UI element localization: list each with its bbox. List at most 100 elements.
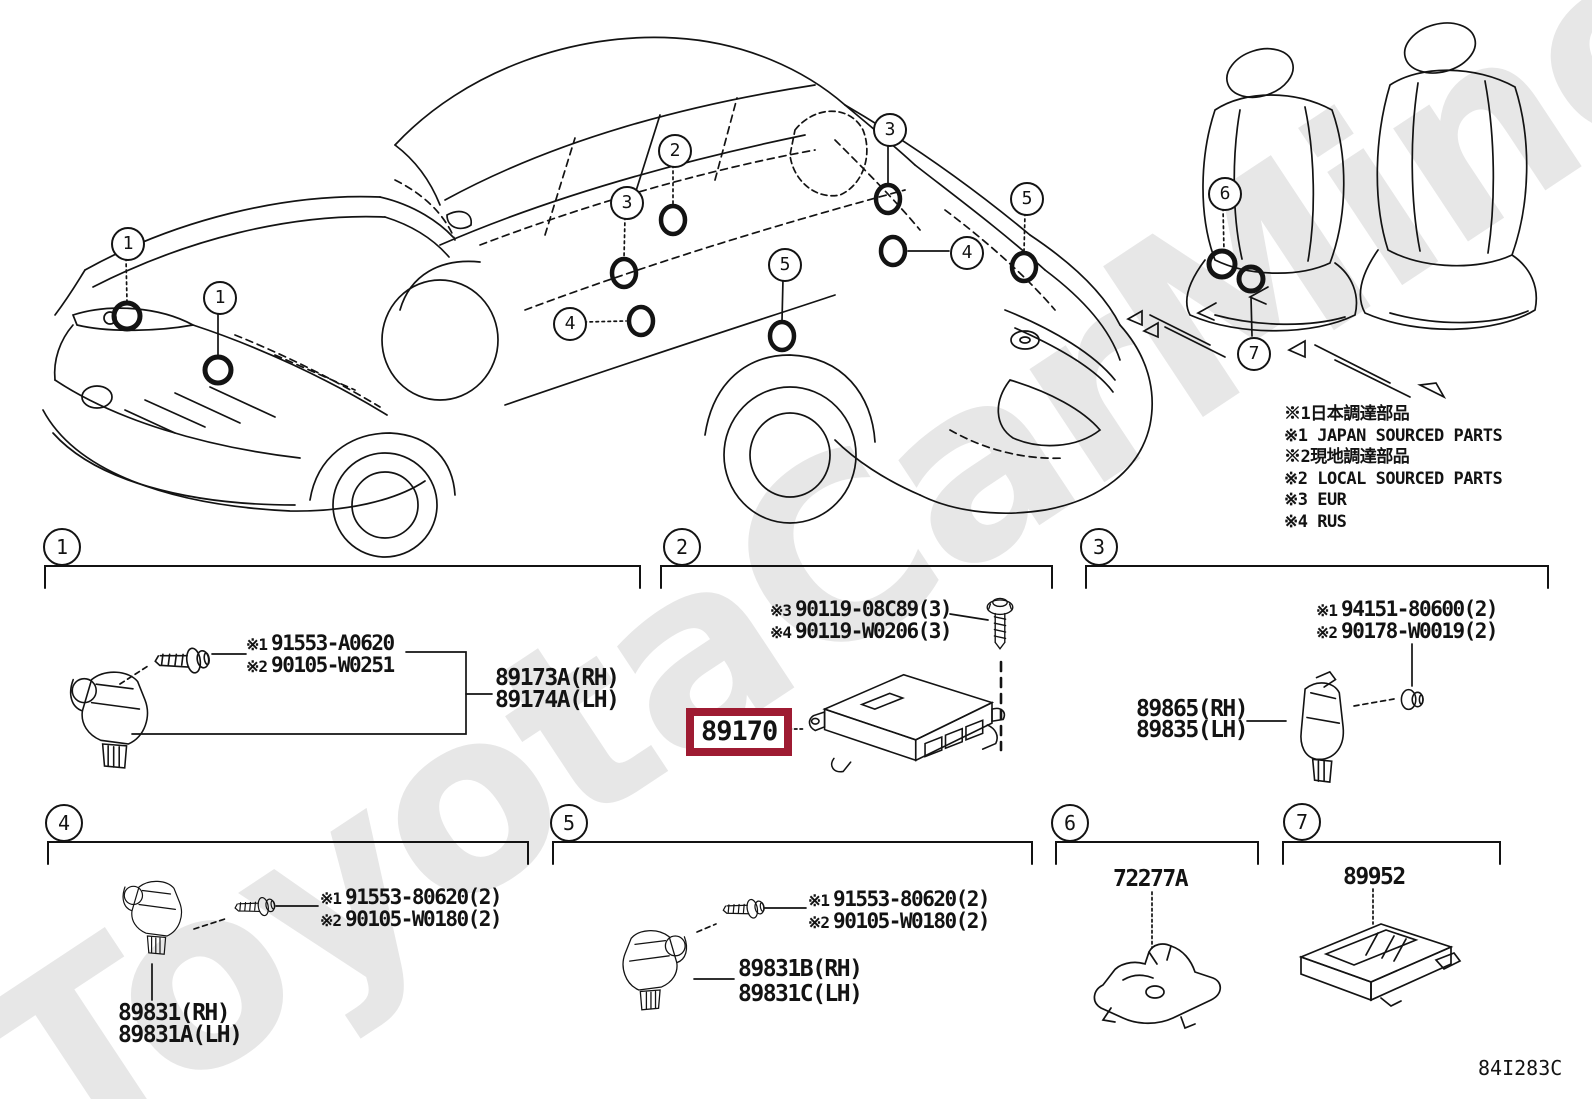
callout-number: 6 — [1219, 183, 1231, 204]
callout-number: 1 — [122, 233, 134, 254]
section1-part-rh: 89173A(RH) — [495, 665, 620, 691]
fastener-part-number: 90119-W0206(3) — [795, 619, 953, 643]
section4-sensor-drawing — [122, 880, 183, 955]
plate-code: 84I283C — [1478, 1056, 1563, 1080]
callout-number: 3 — [621, 192, 633, 213]
section-brackets — [44, 565, 1549, 865]
section1-screw-drawing — [154, 647, 210, 674]
callout-number: 7 — [1248, 343, 1260, 364]
section6-balloon: 6 — [1051, 804, 1089, 842]
callout-balloon-3a: 3 — [610, 186, 644, 220]
section2-screw-drawing — [986, 597, 1014, 650]
callout-connector-lines — [125, 143, 1253, 357]
front-view-art — [42, 195, 456, 558]
section7-box-drawing — [1298, 923, 1462, 1008]
section5-sensor-drawing — [622, 930, 688, 1011]
front-bumper-drawing — [42, 195, 456, 558]
section3-nut-drawing — [1400, 688, 1424, 711]
section3-part-lh: 89835(LH) — [1136, 717, 1249, 743]
section-number: 3 — [1092, 535, 1106, 559]
callout-balloon-5a: 5 — [768, 248, 802, 282]
section4-balloon: 4 — [45, 804, 83, 842]
section1-sensor-drawing — [69, 671, 149, 769]
section3-sensor-drawing — [1300, 670, 1345, 784]
section5-screw-drawing — [722, 898, 765, 919]
section3-balloon: 3 — [1080, 528, 1118, 566]
sourcing-notes-legend: ※1日本調達部品 ※1 JAPAN SOURCED PARTS ※2現地調達部品… — [1284, 404, 1503, 533]
note-ref: ※2 — [320, 911, 342, 930]
section-number: 2 — [675, 535, 689, 559]
note-ref: ※1 — [1316, 601, 1338, 620]
highlighted-part-box: 89170 — [686, 708, 793, 756]
section2-balloon: 2 — [663, 528, 701, 566]
fastener-part-number: 90105-W0180(2) — [345, 907, 503, 931]
note-line: ※4 RUS — [1284, 511, 1347, 532]
section4-screw-drawing — [234, 896, 276, 917]
callout-number: 4 — [564, 313, 576, 334]
fastener-part-number: 90105-W0251 — [271, 653, 395, 677]
section5-leader-lines — [693, 907, 807, 980]
section6-part: 72277A — [1113, 866, 1189, 892]
callout-balloon-3b: 3 — [873, 113, 907, 147]
callout-balloon-4a: 4 — [553, 307, 587, 341]
section-number: 5 — [562, 811, 576, 835]
section2-ecu-drawing — [808, 673, 1006, 773]
section-number: 1 — [55, 535, 69, 559]
note-line: ※3 EUR — [1284, 490, 1347, 510]
section1-balloon: 1 — [43, 528, 81, 566]
callout-number: 3 — [884, 119, 896, 140]
section1-leader-lines — [119, 651, 493, 735]
callout-balloon-4b: 4 — [950, 236, 984, 270]
note-line: ※2 LOCAL SOURCED PARTS — [1284, 468, 1503, 489]
section3-leader-lines — [1246, 643, 1413, 722]
fastener-part-number: 94151-80600(2) — [1341, 597, 1499, 621]
callout-number: 1 — [214, 287, 226, 308]
fastener-part-number: 90178-W0019(2) — [1341, 619, 1499, 643]
fastener-part-number: 90119-08C89(3) — [795, 597, 953, 621]
note-ref: ※1 — [246, 635, 268, 654]
section5-part-lh: 89831C(LH) — [738, 981, 863, 1007]
callout-balloon-1: 1 — [111, 227, 145, 261]
note-ref: ※2 — [808, 913, 830, 932]
section5-balloon: 5 — [550, 804, 588, 842]
section1-part-lh: 89174A(LH) — [495, 687, 620, 713]
section6-bracket-drawing — [1093, 943, 1222, 1030]
section-number: 4 — [57, 811, 71, 835]
note-ref: ※1 — [320, 889, 342, 908]
seat-view-art — [1126, 22, 1538, 400]
fastener-part-number: 91553-80620(2) — [833, 887, 991, 911]
highlighted-part-number: 89170 — [701, 716, 778, 747]
callout-balloon-2: 2 — [658, 134, 692, 168]
front-seats-drawing — [1126, 22, 1538, 400]
callout-target-markers — [111, 182, 1266, 386]
note-line: ※1 JAPAN SOURCED PARTS — [1284, 425, 1503, 446]
section4-leader-lines — [151, 905, 319, 1001]
fastener-part-number: 91553-80620(2) — [345, 885, 503, 909]
note-line: ※2現地調達部品 — [1284, 447, 1410, 467]
callout-balloon-6: 6 — [1208, 177, 1242, 211]
section-number: 6 — [1063, 811, 1077, 835]
section5-part-rh: 89831B(RH) — [738, 956, 863, 982]
callout-number: 2 — [669, 140, 681, 161]
note-line: ※1日本調達部品 — [1284, 404, 1410, 424]
section7-part: 89952 — [1343, 864, 1406, 890]
callout-balloon-7: 7 — [1237, 337, 1271, 371]
note-ref: ※2 — [246, 657, 268, 676]
note-ref: ※1 — [808, 891, 830, 910]
section3-part-rh: 89865(RH) — [1136, 696, 1249, 722]
fastener-part-number: 91553-A0620 — [271, 631, 395, 655]
section-number: 7 — [1295, 810, 1309, 834]
note-ref: ※2 — [1316, 623, 1338, 642]
note-ref: ※4 — [770, 623, 792, 642]
